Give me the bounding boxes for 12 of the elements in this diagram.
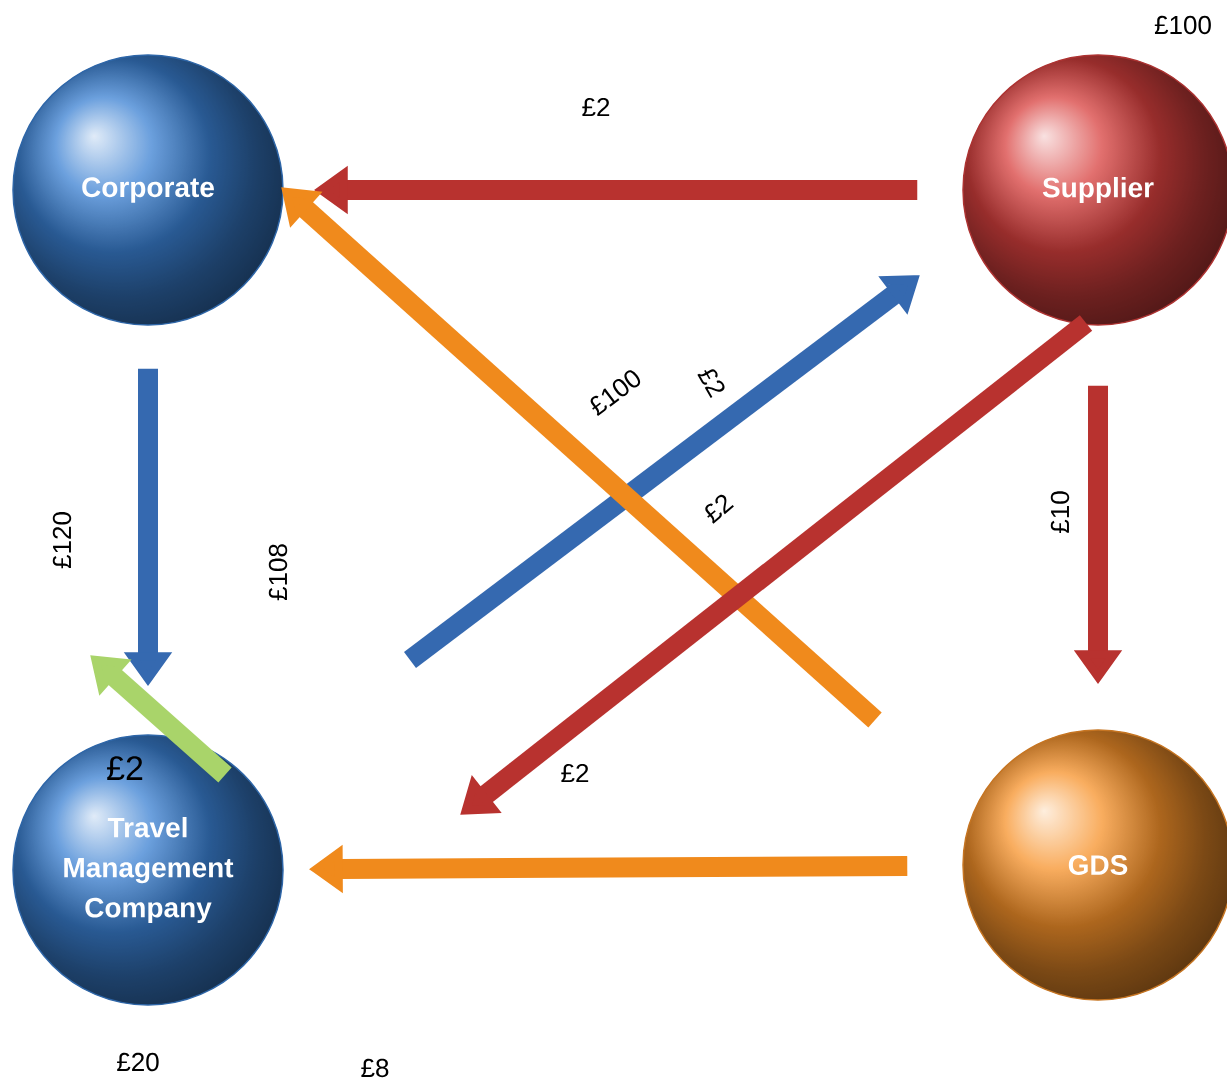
amount-label: £20 bbox=[117, 1052, 159, 1072]
amount-label: £2 bbox=[561, 763, 589, 783]
amount-label: £2 bbox=[697, 369, 725, 398]
amount-label: £108 bbox=[268, 544, 288, 601]
edge-label: £2 bbox=[107, 756, 143, 780]
edge-label: £2 bbox=[582, 97, 610, 117]
amount-label: £2 bbox=[705, 494, 734, 524]
circle-node: Corporate bbox=[12, 54, 284, 326]
edge-label: £120 bbox=[52, 512, 72, 569]
amount-label: £8 bbox=[361, 1058, 389, 1078]
edge-label: £10 bbox=[1050, 491, 1070, 533]
amount-label: £100 bbox=[1154, 15, 1211, 35]
